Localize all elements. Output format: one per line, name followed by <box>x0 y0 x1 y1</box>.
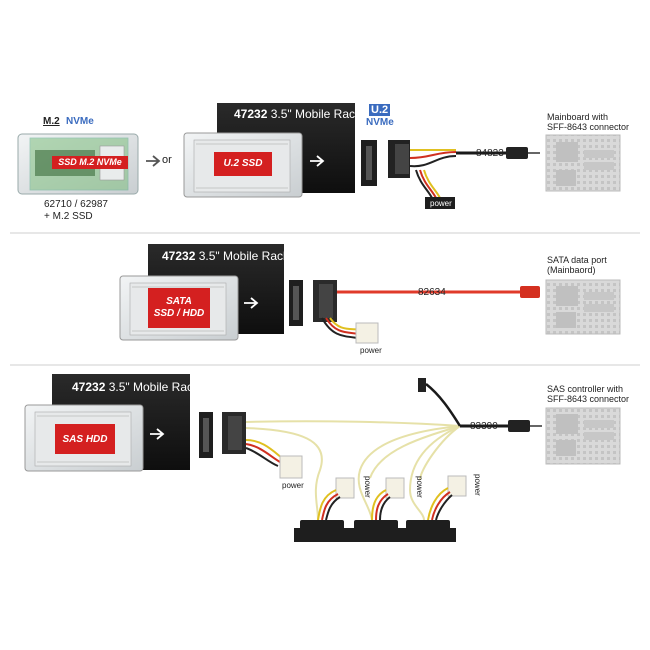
rack-model: 47232 <box>162 249 196 263</box>
sata-drive-label-line2: SSD / HDD <box>153 308 205 319</box>
cable-number-84823: 84823 <box>476 148 504 159</box>
destination-line-1: Mainboard with <box>547 112 609 122</box>
ssd-m2-card-label: SSD M.2 NVMe <box>58 157 122 167</box>
u2-connector-image <box>361 140 410 186</box>
rack-title-3: 47232 3.5" Mobile Rack <box>72 380 199 394</box>
mobile-rack-2-image <box>119 244 284 341</box>
rack-desc: 3.5" Mobile Rack <box>108 380 200 394</box>
m2-adapter-image <box>17 133 139 195</box>
part-numbers: 62710 / 62987 <box>44 199 108 210</box>
molex-power-connector <box>447 475 467 497</box>
sideband-connector <box>418 378 426 392</box>
or-label: or <box>162 154 172 166</box>
rack-model: 47232 <box>234 107 268 121</box>
molex-power-connector <box>355 322 379 344</box>
rack-model: 47232 <box>72 380 106 394</box>
sata-power-plug <box>294 520 350 542</box>
power-label: power <box>430 199 452 208</box>
mobile-rack-3-image <box>24 374 190 472</box>
sata-power-plug <box>348 520 404 542</box>
power-label: power <box>282 481 304 490</box>
destination-line-1: SATA data port <box>547 255 607 265</box>
rack-title-1: 47232 3.5" Mobile Rack <box>234 107 361 121</box>
rack-desc: 3.5" Mobile Rack <box>198 249 290 263</box>
molex-power-connector <box>335 477 355 499</box>
power-label: power <box>360 346 382 355</box>
rack-desc: 3.5" Mobile Rack <box>270 107 362 121</box>
arrow-icon <box>310 155 325 167</box>
destination-line-2: SFF-8643 connector <box>547 394 630 404</box>
sata-connector-image <box>289 280 337 326</box>
power-label: power <box>415 476 424 498</box>
power-label: power <box>363 476 372 498</box>
sas-connector-image <box>199 412 246 458</box>
arrow-icon <box>150 428 165 440</box>
plus-m2-ssd: + M.2 SSD <box>44 211 93 222</box>
arrow-icon <box>146 155 161 167</box>
molex-power-connector <box>279 455 303 479</box>
u2-nvme-label: NVMe <box>366 117 394 128</box>
power-connector <box>425 197 455 209</box>
sas-controller-image <box>545 407 621 465</box>
destination-line-2: (Mainbaord) <box>547 265 596 275</box>
cable-number-83390: 83390 <box>470 421 498 432</box>
cable-number-82634: 82634 <box>418 287 446 298</box>
rack-title-2: 47232 3.5" Mobile Rack <box>162 249 289 263</box>
molex-power-connector <box>385 477 405 499</box>
mainboard-1-image <box>545 134 621 192</box>
mainboard-2-image <box>545 279 621 335</box>
u2-label: U.2 <box>369 104 391 116</box>
destination-line-2: SFF-8643 connector <box>547 122 630 132</box>
sas-hdd-label: SAS HDD <box>62 434 108 445</box>
sata-drive-label-line1: SATA <box>166 296 192 307</box>
arrow-icon <box>244 297 259 309</box>
sata-power-plug <box>400 520 456 542</box>
m2-label: M.2 <box>43 116 60 127</box>
nvme-label: NVMe <box>66 116 94 127</box>
u2-ssd-label: U.2 SSD <box>223 158 263 169</box>
sff8643-plug <box>508 420 530 432</box>
power-label: power <box>473 474 482 496</box>
sff8643-plug <box>506 147 528 159</box>
mobile-rack-1-image <box>183 103 355 198</box>
sata-plug <box>520 286 540 298</box>
destination-line-1: SAS controller with <box>547 384 624 394</box>
